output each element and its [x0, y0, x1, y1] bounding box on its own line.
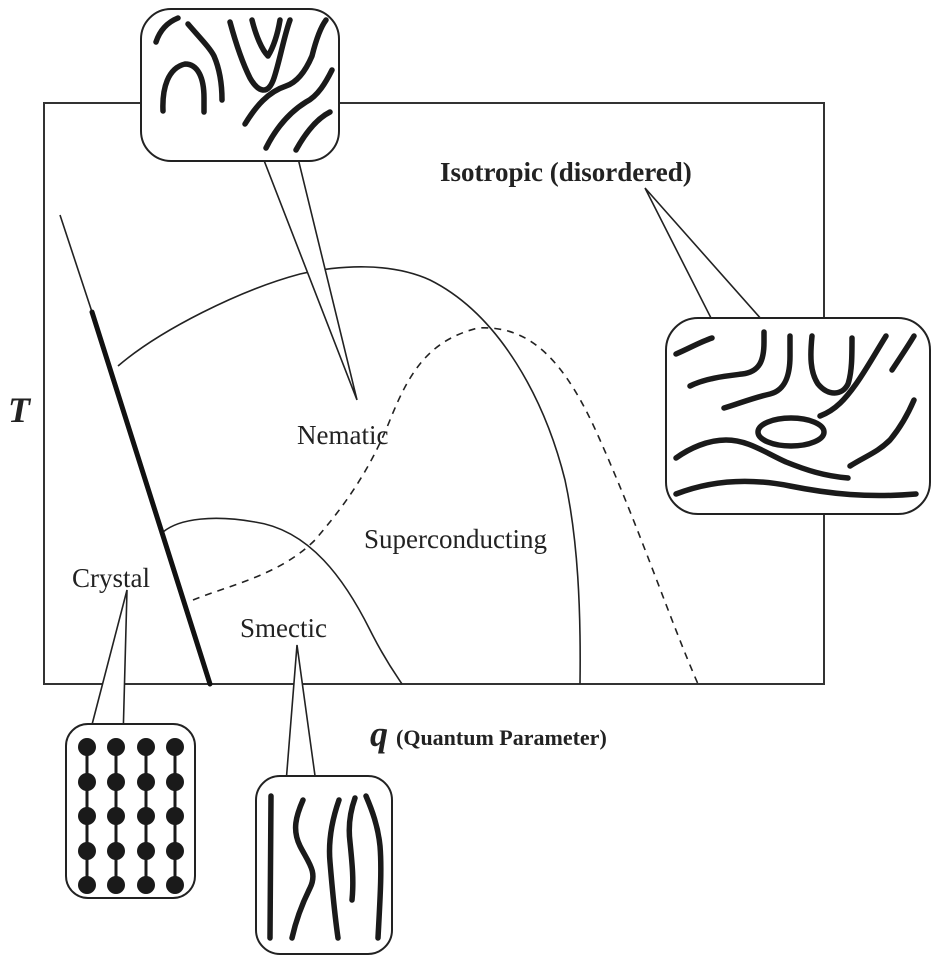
- crystal-left-boundary: [60, 215, 92, 312]
- superconducting-label: Superconducting: [364, 524, 547, 554]
- isotropic-label: Isotropic (disordered): [440, 157, 692, 187]
- nematic-isotropic-boundary: [118, 267, 580, 684]
- crystal-label: Crystal: [72, 563, 150, 593]
- isotropic-pointer: [645, 188, 762, 320]
- x-axis-symbol: q: [370, 714, 388, 754]
- nematic-pointer: [260, 150, 357, 400]
- crystal-pointer: [88, 590, 127, 740]
- x-axis-label: (Quantum Parameter): [396, 725, 607, 750]
- nematic-label: Nematic: [297, 420, 388, 450]
- smectic-inset: [256, 776, 392, 954]
- isotropic-inset: [666, 318, 930, 514]
- smectic-label: Smectic: [240, 613, 327, 643]
- nematic-inset: [141, 9, 339, 161]
- crystal-inset: [66, 724, 195, 898]
- y-axis-label: T: [8, 390, 32, 430]
- crystal-boundary-line: [92, 312, 210, 684]
- smectic-pointer: [286, 645, 316, 783]
